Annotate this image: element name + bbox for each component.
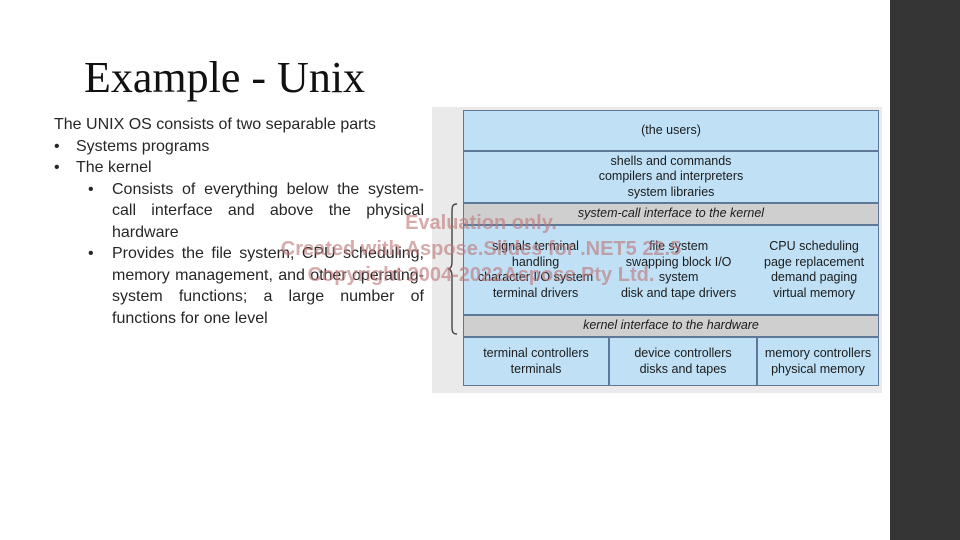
hw-line: terminals	[510, 361, 562, 376]
kernel-column: CPU scheduling page replacement demand p…	[764, 239, 864, 301]
hw-line: memory controllers	[764, 346, 872, 360]
unix-structure-diagram: (the users) shells and commands compiler…	[432, 107, 882, 393]
bullet-item: • The kernel	[54, 157, 424, 179]
syscall-interface-label: system-call interface to the kernel	[577, 206, 765, 221]
kernel-column: signals terminal handling character I/O …	[478, 239, 593, 301]
kernel-line: handling	[511, 254, 560, 269]
slide-body: The UNIX OS consists of two separable pa…	[54, 114, 424, 329]
kernel-column: file system swapping block I/O system di…	[621, 239, 736, 301]
shells-layer: shells and commands compilers and interp…	[463, 151, 879, 203]
hardware-interface-layer: kernel interface to the hardware	[463, 315, 879, 337]
dark-side-panel	[890, 0, 960, 540]
kernel-line: disk and tape drivers	[620, 285, 737, 300]
bullet-text: Systems programs	[76, 137, 210, 155]
syscall-interface-layer: system-call interface to the kernel	[463, 203, 879, 225]
kernel-line: signals terminal	[492, 239, 579, 253]
slide: Example - Unix The UNIX OS consists of t…	[54, 53, 882, 393]
hw-line: device controllers	[634, 346, 732, 360]
bullet-text: The kernel	[76, 159, 152, 176]
shells-line: compilers and interpreters	[598, 169, 744, 184]
hw-line: terminal controllers	[483, 346, 589, 360]
kernel-brace-icon	[448, 203, 458, 335]
kernel-line: CPU scheduling	[769, 239, 859, 253]
sub-bullet-item: • Provides the file system, CPU scheduli…	[54, 243, 424, 329]
bullet-marker: •	[54, 137, 60, 155]
sub-bullet-text: Consists of everything below the system-…	[112, 180, 424, 241]
bullet-marker: •	[88, 180, 94, 198]
kernel-line: terminal drivers	[492, 285, 579, 300]
kernel-line: system	[658, 270, 699, 284]
hw-line: disks and tapes	[639, 361, 727, 376]
hw-box-terminals: terminal controllers terminals	[463, 337, 609, 386]
sub-bullet-item: • Consists of everything below the syste…	[54, 179, 424, 244]
hw-box-memory: memory controllers physical memory	[757, 337, 879, 386]
kernel-line: file system	[649, 239, 709, 253]
bullet-marker: •	[88, 245, 94, 262]
kernel-line: page replacement	[764, 254, 865, 269]
bullet-item: • Systems programs	[54, 136, 424, 158]
bullet-marker: •	[54, 159, 60, 176]
kernel-line: virtual memory	[773, 285, 856, 300]
slide-title: Example - Unix	[84, 53, 366, 102]
shells-line: system libraries	[627, 184, 715, 199]
kernel-layer: signals terminal handling character I/O …	[463, 225, 879, 315]
hw-box-devices: device controllers disks and tapes	[609, 337, 757, 386]
kernel-line: swapping block I/O	[625, 254, 732, 269]
users-label: (the users)	[641, 122, 701, 137]
hw-line: physical memory	[771, 361, 865, 376]
kernel-line: demand paging	[770, 270, 858, 284]
shells-line: shells and commands	[610, 153, 732, 168]
sub-bullet-text: Provides the file system, CPU scheduling…	[112, 245, 424, 327]
kernel-line: character I/O system	[477, 270, 594, 284]
hardware-interface-label: kernel interface to the hardware	[583, 318, 759, 333]
users-layer: (the users)	[463, 110, 879, 151]
intro-text: The UNIX OS consists of two separable pa…	[54, 116, 376, 133]
